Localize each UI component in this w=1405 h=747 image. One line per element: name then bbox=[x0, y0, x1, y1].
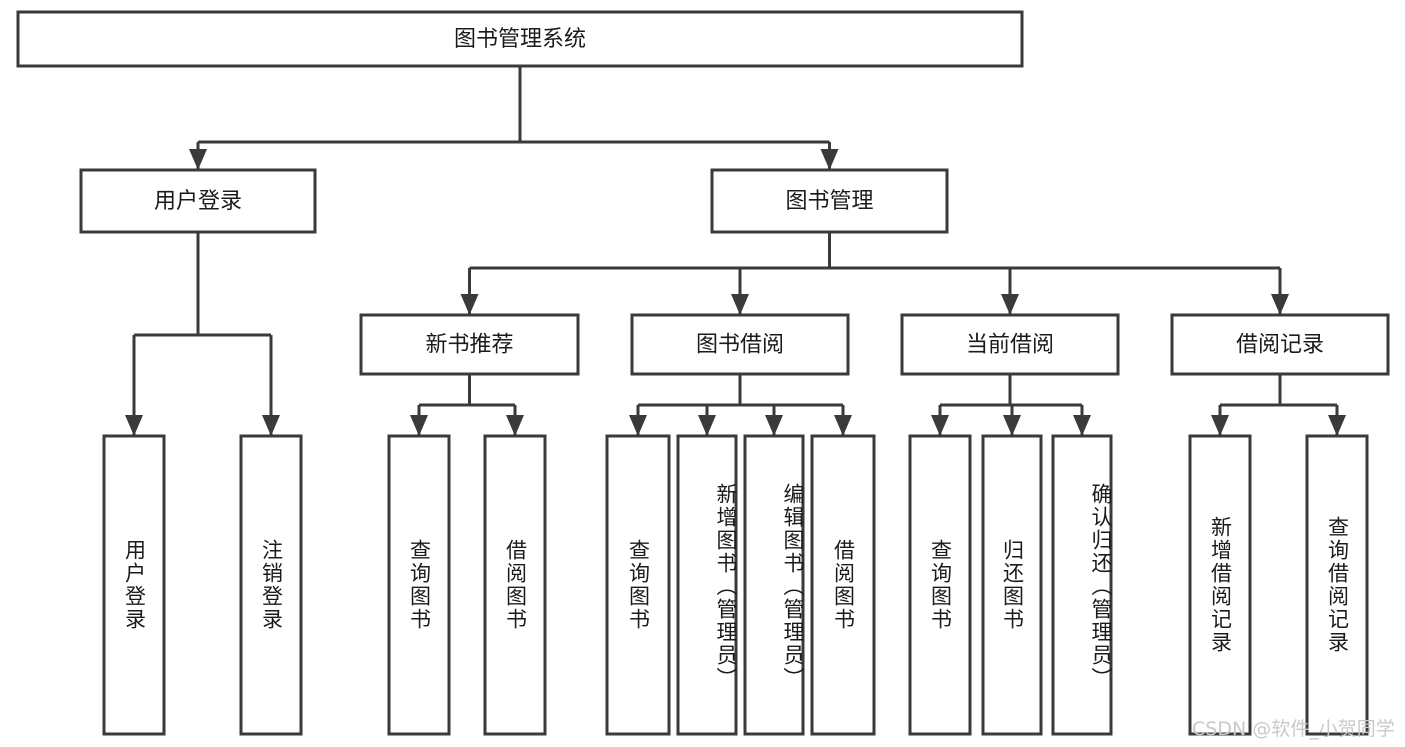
arrow-head-icon-leaf-user-login bbox=[125, 415, 143, 436]
leaf-leaf-add-book[interactable] bbox=[676, 434, 738, 736]
arrow-head-icon-l2-1 bbox=[820, 149, 839, 170]
arrow-head-icon-leaf-query-book-2 bbox=[629, 415, 647, 436]
node-label-book-manage: 图书管理 bbox=[785, 189, 873, 214]
leaf-leaf-query-record[interactable] bbox=[1305, 434, 1369, 736]
node-current-borrow[interactable] bbox=[900, 313, 1120, 376]
node-book-borrow[interactable] bbox=[630, 313, 850, 376]
arrow-head-icon-leaf-add-record bbox=[1211, 415, 1229, 436]
boxes-layer bbox=[16, 10, 1390, 736]
node-label-current-borrow: 当前借阅 bbox=[966, 333, 1054, 358]
node-borrow-record[interactable] bbox=[1170, 313, 1390, 376]
node-label-user-login: 用户登录 bbox=[154, 189, 242, 214]
arrow-head-icon-l3-0 bbox=[460, 294, 479, 315]
arrow-head-icon-l3-1 bbox=[731, 294, 749, 315]
node-label-borrow-record: 借阅记录 bbox=[1236, 333, 1324, 358]
arrow-head-icon-leaf-add-book bbox=[698, 415, 716, 436]
arrow-head-icon-l3-3 bbox=[1271, 294, 1289, 315]
arrow-head-icon-leaf-return-book bbox=[1003, 415, 1021, 436]
node-book-manage[interactable] bbox=[710, 168, 949, 234]
leaf-leaf-query-book-3[interactable] bbox=[908, 434, 972, 736]
leaf-leaf-user-login[interactable] bbox=[102, 434, 166, 736]
arrow-head-icon-leaf-edit-book bbox=[765, 415, 783, 436]
arrow-head-icon-l3-2 bbox=[1001, 294, 1019, 315]
connectors-layer bbox=[125, 66, 1346, 436]
node-label-new-book-rec: 新书推荐 bbox=[425, 333, 513, 358]
leaf-leaf-query-book-2[interactable] bbox=[605, 434, 671, 736]
leaf-leaf-add-record[interactable] bbox=[1188, 434, 1252, 736]
csdn-watermark: CSDN @软件_小贺同学 bbox=[1192, 718, 1395, 740]
leaf-leaf-return-book[interactable] bbox=[981, 434, 1043, 736]
leaf-leaf-logout[interactable] bbox=[239, 434, 303, 736]
leaf-leaf-borrow-book-1[interactable] bbox=[483, 434, 547, 736]
arrow-head-icon-leaf-borrow-book-2 bbox=[834, 415, 852, 436]
arrow-head-icon-l2-0 bbox=[189, 149, 207, 170]
leaf-leaf-edit-book[interactable] bbox=[743, 434, 805, 736]
arrow-head-icon-leaf-query-book-1 bbox=[410, 415, 428, 436]
leaf-leaf-confirm-return[interactable] bbox=[1051, 434, 1113, 736]
arrow-head-icon-leaf-borrow-book-1 bbox=[506, 415, 524, 436]
arrow-head-icon-leaf-query-book-3 bbox=[931, 415, 949, 436]
leaf-leaf-query-book-1[interactable] bbox=[387, 434, 451, 736]
arrow-head-icon-leaf-logout bbox=[262, 415, 280, 436]
node-root[interactable] bbox=[16, 10, 1024, 68]
node-label-book-borrow: 图书借阅 bbox=[696, 333, 784, 358]
arrow-head-icon-leaf-query-record bbox=[1328, 415, 1346, 436]
leaf-leaf-borrow-book-2[interactable] bbox=[810, 434, 876, 736]
node-new-book-rec[interactable] bbox=[359, 313, 580, 376]
node-user-login[interactable] bbox=[79, 168, 317, 234]
node-label-root: 图书管理系统 bbox=[454, 27, 586, 52]
arrow-head-icon-leaf-confirm-return bbox=[1073, 415, 1091, 436]
